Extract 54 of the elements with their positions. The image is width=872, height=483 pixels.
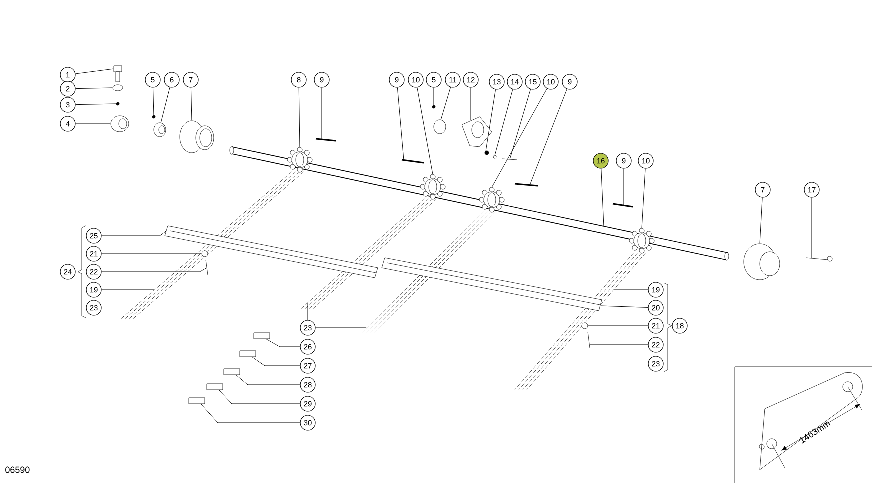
nut [112,84,124,92]
collar [110,116,130,132]
flange-housing [462,116,492,148]
chain-link [206,384,224,390]
chain-link [188,398,206,404]
leader-line [190,88,192,121]
leader-line [298,88,300,148]
leader-line [510,89,532,160]
leader-line [201,404,300,424]
chain-drawing [300,198,438,310]
leader-line [642,168,646,228]
chain-drawing [360,212,496,336]
bearing [154,122,166,138]
bolt [114,66,122,82]
leader-line [486,89,496,151]
leader-line [76,88,113,90]
rail [382,258,602,312]
shaft [230,146,730,261]
leader-line [417,87,434,174]
leader-line [76,68,114,74]
leader-line [530,89,568,186]
leader-line [219,390,300,404]
grease-nipple [152,115,156,119]
leader-line [494,89,514,156]
drawing-number: 06590 [6,466,30,474]
leader-line [440,87,452,120]
leader-line [760,198,763,244]
leader-line [601,306,648,308]
leader-line [102,231,167,236]
bearing [434,120,446,134]
leader-line [252,357,300,366]
leader-line [492,88,548,188]
chain-link [224,368,240,376]
chain-link [254,332,270,340]
chain-drawing [514,252,646,390]
leader-line [397,88,404,160]
leader-line [236,375,300,386]
rail [164,226,378,278]
bolt [806,256,833,262]
leader-line [601,168,604,226]
grease-nipple [432,105,436,109]
hub [180,120,214,154]
leader-line [102,268,207,272]
leader-line [76,104,116,106]
hub [744,244,780,280]
chain-drawing [120,172,304,320]
leader-line [266,339,300,348]
leader-line [590,344,648,346]
leader-line [160,87,170,123]
leader-line [470,88,472,121]
leader-line [152,88,154,116]
chain-link [240,350,256,358]
pin [316,138,336,142]
grease-nipple [116,102,120,106]
